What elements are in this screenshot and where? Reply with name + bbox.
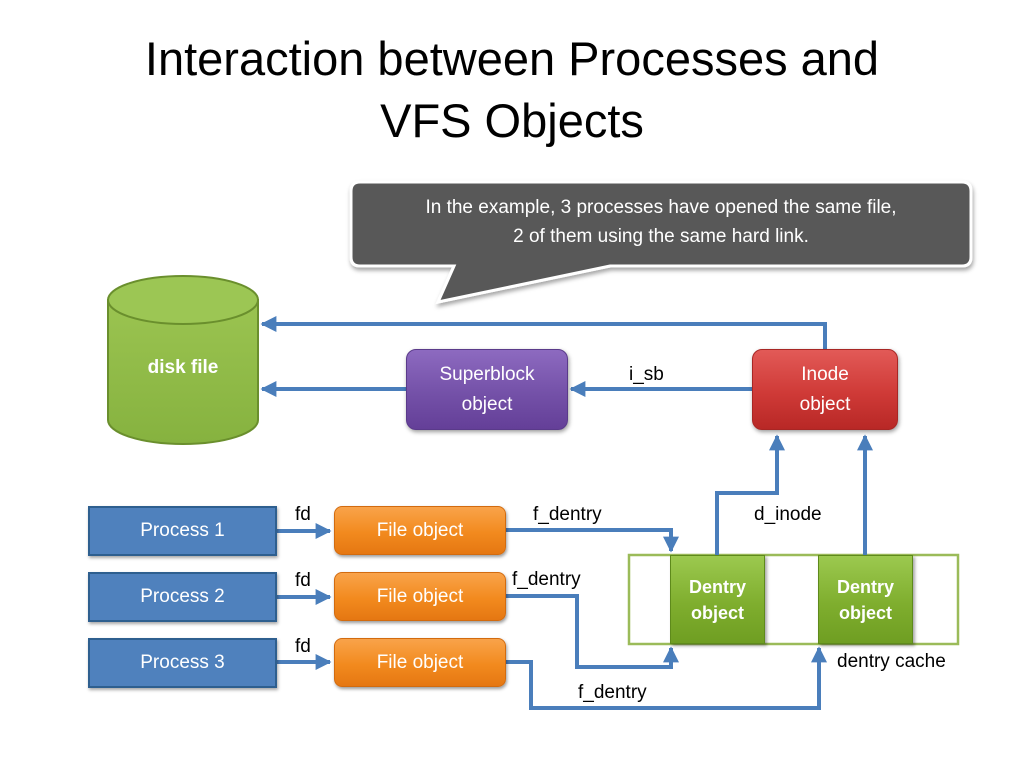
f-dentry-label-2: f_dentry [512,569,581,590]
file-object-1[interactable]: File object [334,506,506,555]
superblock-line-1: Superblock [439,363,535,385]
arrow-f-dentry-1 [506,528,679,553]
slide-title: Interaction between Processes and VFS Ob… [0,28,1024,152]
inode-object[interactable]: Inode object [752,349,898,430]
dentry-object-2-line-2: object [838,602,892,623]
file-object-2[interactable]: File object [334,572,506,621]
file-object-1-label: File object [376,519,464,541]
superblock-object[interactable]: Superblock object [406,349,568,430]
arrow-f-dentry-2 [506,594,679,669]
file-object-3[interactable]: File object [334,638,506,687]
disk-file-label: disk file [147,357,219,378]
dentry-object-1-line-1: Dentry [688,576,746,597]
file-object-2-label: File object [376,585,464,607]
callout-line-2: 2 of them using the same hard link. [513,226,809,247]
d-inode-label: d_inode [754,504,822,525]
dentry-cache-label: dentry cache [837,651,946,672]
process-1-label: Process 1 [140,520,225,541]
i-sb-label: i_sb [629,364,664,385]
arrow-d-inode-1 [715,434,785,555]
dentry-object-2[interactable]: Dentry object [818,555,913,644]
dentry-object-1-line-2: object [690,602,744,623]
f-dentry-label-3: f_dentry [578,682,647,703]
arrow-inode-to-disk [260,316,827,349]
disk-file-cylinder [107,275,259,445]
fd-label-1: fd [295,504,311,525]
callout-line-1: In the example, 3 processes have opened … [425,197,897,218]
f-dentry-label-1: f_dentry [533,504,602,525]
dentry-object-2-line-1: Dentry [836,576,894,597]
fd-label-3: fd [295,636,311,657]
process-3-label: Process 3 [140,652,225,673]
inode-line-1: Inode [801,363,849,385]
inode-line-2: object [799,393,851,415]
process-2[interactable]: Process 2 [88,572,277,622]
process-3[interactable]: Process 3 [88,638,277,688]
callout-text: In the example, 3 processes have opened … [352,193,970,251]
title-line-2: VFS Objects [380,94,644,147]
process-2-label: Process 2 [140,586,225,607]
title-line-1: Interaction between Processes and [144,32,880,85]
fd-label-2: fd [295,570,311,591]
file-object-3-label: File object [376,651,464,673]
superblock-line-2: object [461,393,513,415]
dentry-object-1[interactable]: Dentry object [670,555,765,644]
callout-bubble [349,180,973,305]
process-1[interactable]: Process 1 [88,506,277,556]
arrow-f-dentry-3 [506,646,827,710]
